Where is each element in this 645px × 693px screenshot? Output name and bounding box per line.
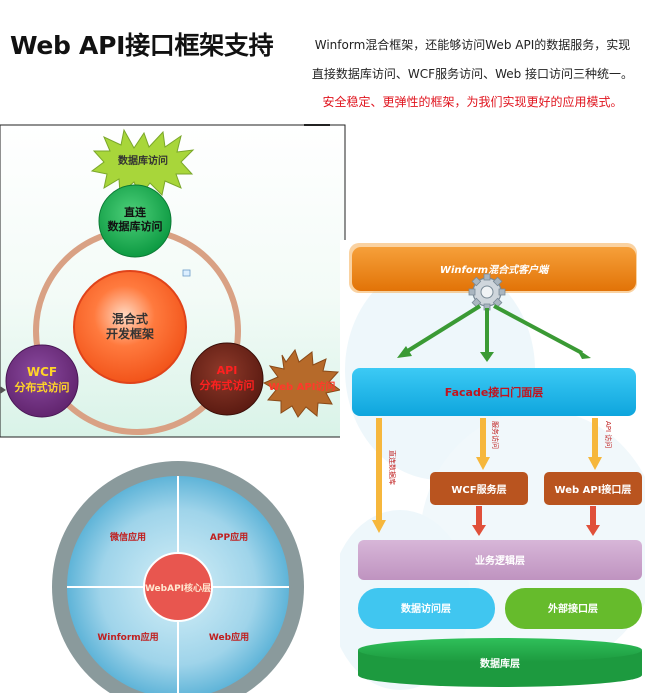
core-label-2: 开发框架 (106, 326, 154, 341)
description-line-1: Winform混合框架，还能够访问Web API的数据服务，实现 (314, 38, 631, 52)
web-api-access-burst-label: Web API访问 (269, 380, 336, 393)
facade-layer-label: Facade接口门面层 (445, 385, 544, 399)
access-arrows (372, 418, 602, 533)
wcf-label-2: 分布式访问 (15, 380, 70, 394)
facade-layer-box (352, 368, 636, 416)
direct-access-label-1: 直连 (124, 205, 147, 219)
database-layer-label: 数据库层 (480, 657, 520, 670)
wcf-layer-box (430, 472, 528, 505)
page-title: Web API接口框架支持 (10, 31, 274, 60)
external-layer-label: 外部接口层 (547, 602, 598, 615)
webapi-core-node (143, 552, 213, 622)
direct-db-arrow-label: 直连数据库 (388, 450, 397, 485)
service-arrow-label: 服务访问 (491, 421, 500, 449)
web-app-label: Web应用 (209, 631, 249, 643)
wcf-node (5, 344, 79, 418)
wcf-layer-label: WCF服务层 (451, 483, 506, 496)
gear-icon (468, 273, 506, 311)
description-highlight: 安全稳定、更弹性的框架，为我们实现更好的应用模式。 (322, 95, 623, 109)
data-access-layer-box (358, 588, 495, 629)
wechat-app-label: 微信应用 (109, 531, 146, 543)
client-layer-label: Winform混合式客户端 (440, 264, 550, 276)
database-access-burst-label: 数据库访问 (118, 154, 168, 167)
mobile-app-label: APP应用 (210, 531, 248, 543)
small-image-icon (182, 269, 191, 277)
data-access-layer-label: 数据访问层 (401, 602, 451, 615)
api-label-2: 分布式访问 (200, 378, 255, 392)
description-line-2: 直接数据库访问、WCF服务访问、Web 接口访问三种统一。 (311, 67, 634, 81)
database-access-burst (90, 128, 195, 197)
hybrid-framework-core (73, 270, 187, 384)
wcf-label-1: WCF (27, 365, 57, 379)
winform-app-label: Winform应用 (97, 631, 158, 643)
webapi-core-label: WebAPI核心层 (145, 582, 211, 594)
layer-architecture-diagram: Winform混合式客户端 Facade接口门面层 直连数据库 (340, 240, 645, 693)
direct-access-node (98, 184, 172, 258)
api-arrow-label: API 访问 (604, 421, 613, 448)
api-node (190, 342, 264, 416)
web-api-access-burst (262, 348, 342, 418)
webapi-layer-box (544, 472, 642, 505)
database-layer-top (358, 638, 642, 662)
service-down-arrows (472, 506, 600, 536)
core-label-1: 混合式 (112, 311, 148, 326)
api-label-1: API (217, 364, 238, 377)
webapi-layer-label: Web API接口层 (555, 483, 632, 496)
client-layer-box (352, 247, 636, 291)
external-layer-box (505, 588, 642, 629)
webapi-core-diagram: WebAPI核心层 微信应用 APP应用 Winform应用 Web应用 (52, 461, 304, 693)
direct-access-label-2: 数据库访问 (108, 219, 163, 233)
business-layer-label: 业务逻辑层 (475, 554, 525, 567)
business-layer-box (358, 540, 642, 580)
dispatch-arrows (404, 304, 583, 355)
hybrid-framework-diagram: 数据库访问 直连 数据库访问 混合式 开发框架 WCF 分布式访问 API 分布… (0, 124, 346, 438)
